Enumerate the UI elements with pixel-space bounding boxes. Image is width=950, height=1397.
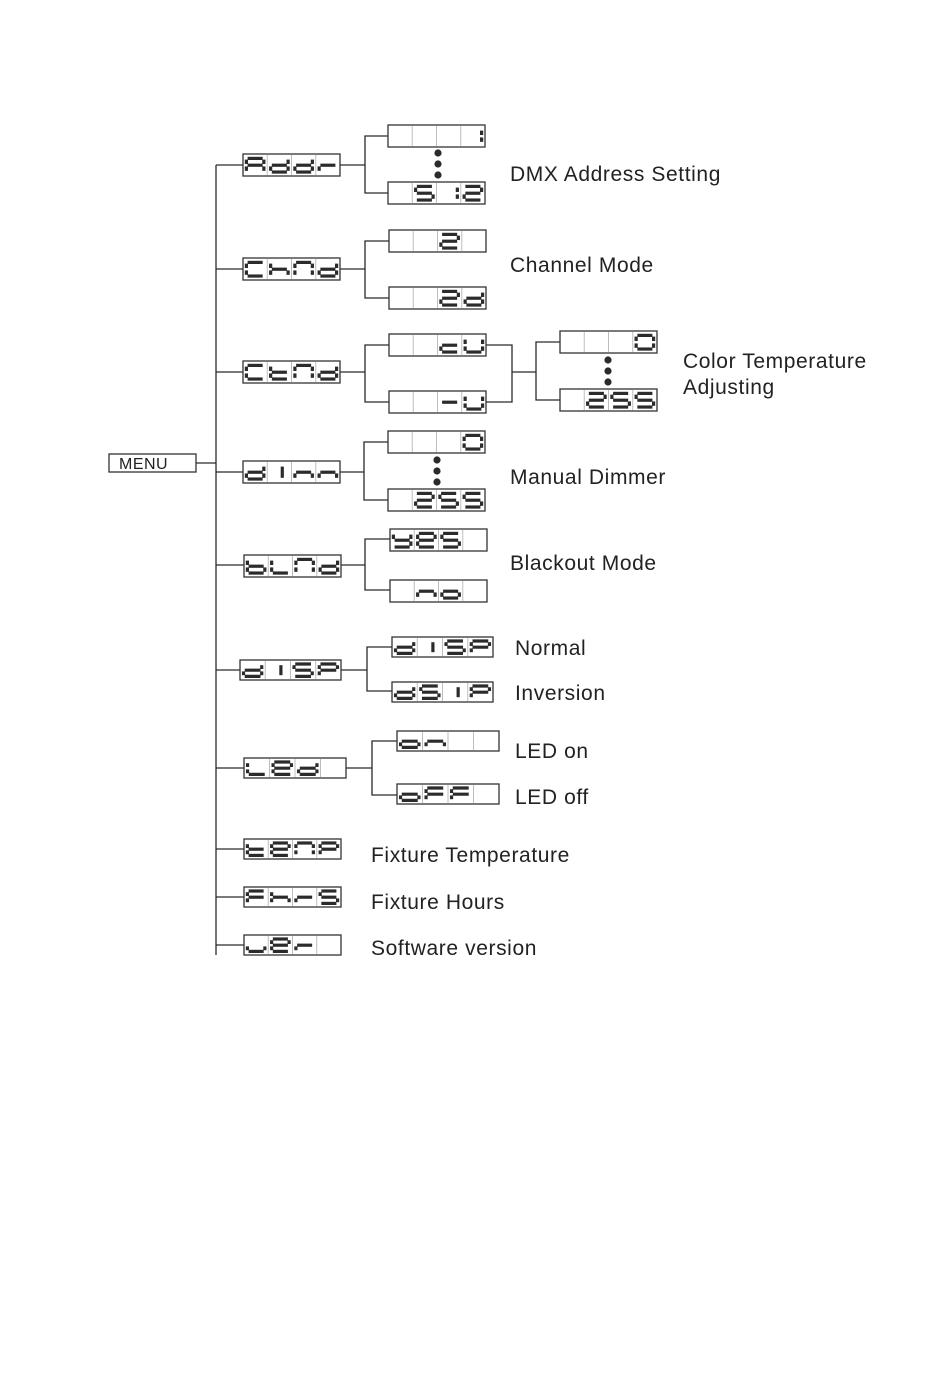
lcd-displays — [240, 125, 657, 955]
label-color-temp-line2: Adjusting — [683, 376, 775, 399]
label-fixture-temperature: Fixture Temperature — [371, 844, 570, 867]
lcd-addr-min — [388, 125, 485, 147]
lcd-disp — [240, 660, 341, 680]
fork-addr — [365, 136, 388, 193]
fork-ctnd-sub — [536, 342, 560, 400]
menu-root: MENU — [109, 454, 196, 473]
lcd-blnd-yes — [390, 529, 487, 551]
lcd-addr-max — [388, 182, 485, 204]
lcd-dimm-max — [388, 489, 485, 511]
lcd-dimm-min — [388, 431, 485, 453]
ellipsis-dot — [604, 356, 611, 363]
lcd-led-on — [397, 731, 499, 751]
ellipsis-addr-icon — [434, 149, 441, 178]
label-blackout-mode: Blackout Mode — [510, 552, 657, 575]
ellipsis-dimm-icon — [433, 456, 440, 485]
label-manual-dimmer: Manual Dimmer — [510, 466, 666, 489]
lcd-led-off — [397, 784, 499, 804]
lcd-disp-normal — [392, 637, 493, 657]
label-software-version: Software version — [371, 937, 537, 960]
label-channel-mode: Channel Mode — [510, 254, 654, 277]
lcd-ctnd — [243, 361, 340, 383]
fork-dimm — [364, 442, 388, 500]
lcd-temp — [244, 839, 341, 859]
menu-root-label: MENU — [119, 456, 168, 473]
lcd-chnd — [243, 258, 340, 280]
lcd-ver — [244, 935, 341, 955]
lcd-dimm — [243, 461, 340, 483]
ellipsis-dot — [604, 378, 611, 385]
ellipsis-ctnd-icon — [604, 356, 611, 385]
merge-ctnd — [486, 345, 512, 402]
lcd-chnd-opt2 — [389, 287, 486, 309]
lcd-ctnd-min — [560, 331, 657, 353]
ellipsis-dot — [433, 478, 440, 485]
fork-ctnd — [365, 345, 389, 402]
lcd-ctnd-max — [560, 389, 657, 411]
lcd-chnd-opt1 — [389, 230, 486, 252]
ellipsis-dot — [433, 456, 440, 463]
label-fixture-hours: Fixture Hours — [371, 891, 505, 914]
ellipsis-dot — [434, 160, 441, 167]
label-color-temp-line1: Color Temperature — [683, 350, 867, 373]
lcd-disp-inversion — [392, 682, 493, 702]
lcd-led — [244, 758, 346, 778]
lcd-fhrs — [244, 887, 341, 907]
label-dmx-address: DMX Address Setting — [510, 163, 721, 186]
ellipsis-dot — [434, 171, 441, 178]
ellipsis-dot — [604, 367, 611, 374]
ellipsis-dot — [434, 149, 441, 156]
fork-disp — [367, 647, 392, 691]
lcd-ctnd-neg-u — [389, 391, 486, 413]
label-normal: Normal — [515, 637, 586, 660]
ellipsis-dot — [433, 467, 440, 474]
lcd-addr — [243, 154, 340, 176]
fork-led — [372, 741, 397, 795]
lcd-blnd-no — [390, 580, 487, 602]
lcd-blnd — [244, 555, 341, 577]
fork-chnd — [365, 241, 389, 298]
label-led-off: LED off — [515, 786, 589, 809]
lcd-ctnd-cu — [389, 334, 486, 356]
label-inversion: Inversion — [515, 682, 606, 705]
fork-blnd — [365, 539, 390, 590]
label-led-on: LED on — [515, 740, 589, 763]
